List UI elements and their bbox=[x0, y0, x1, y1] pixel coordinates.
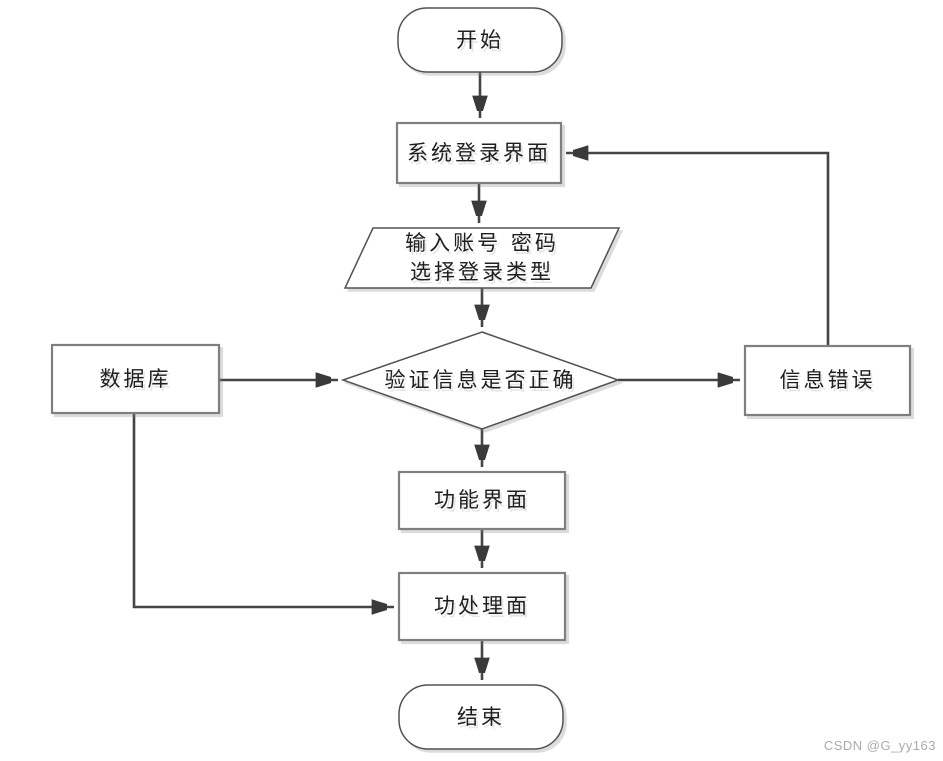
start-terminator-shape bbox=[397, 7, 563, 73]
edge-error-login bbox=[566, 153, 830, 346]
error-process-shape bbox=[743, 344, 912, 417]
function-process-shape bbox=[397, 470, 567, 531]
process-process-shape bbox=[397, 571, 567, 642]
edge-database-process bbox=[132, 414, 394, 607]
login-process-shape bbox=[395, 121, 563, 185]
csdn-watermark: CSDN @G_yy163 bbox=[823, 738, 936, 753]
database-process-shape bbox=[50, 343, 221, 415]
input-parallelogram-shape bbox=[343, 227, 621, 289]
verify-decision-shape bbox=[340, 331, 621, 430]
end-terminator-shape bbox=[398, 684, 564, 750]
